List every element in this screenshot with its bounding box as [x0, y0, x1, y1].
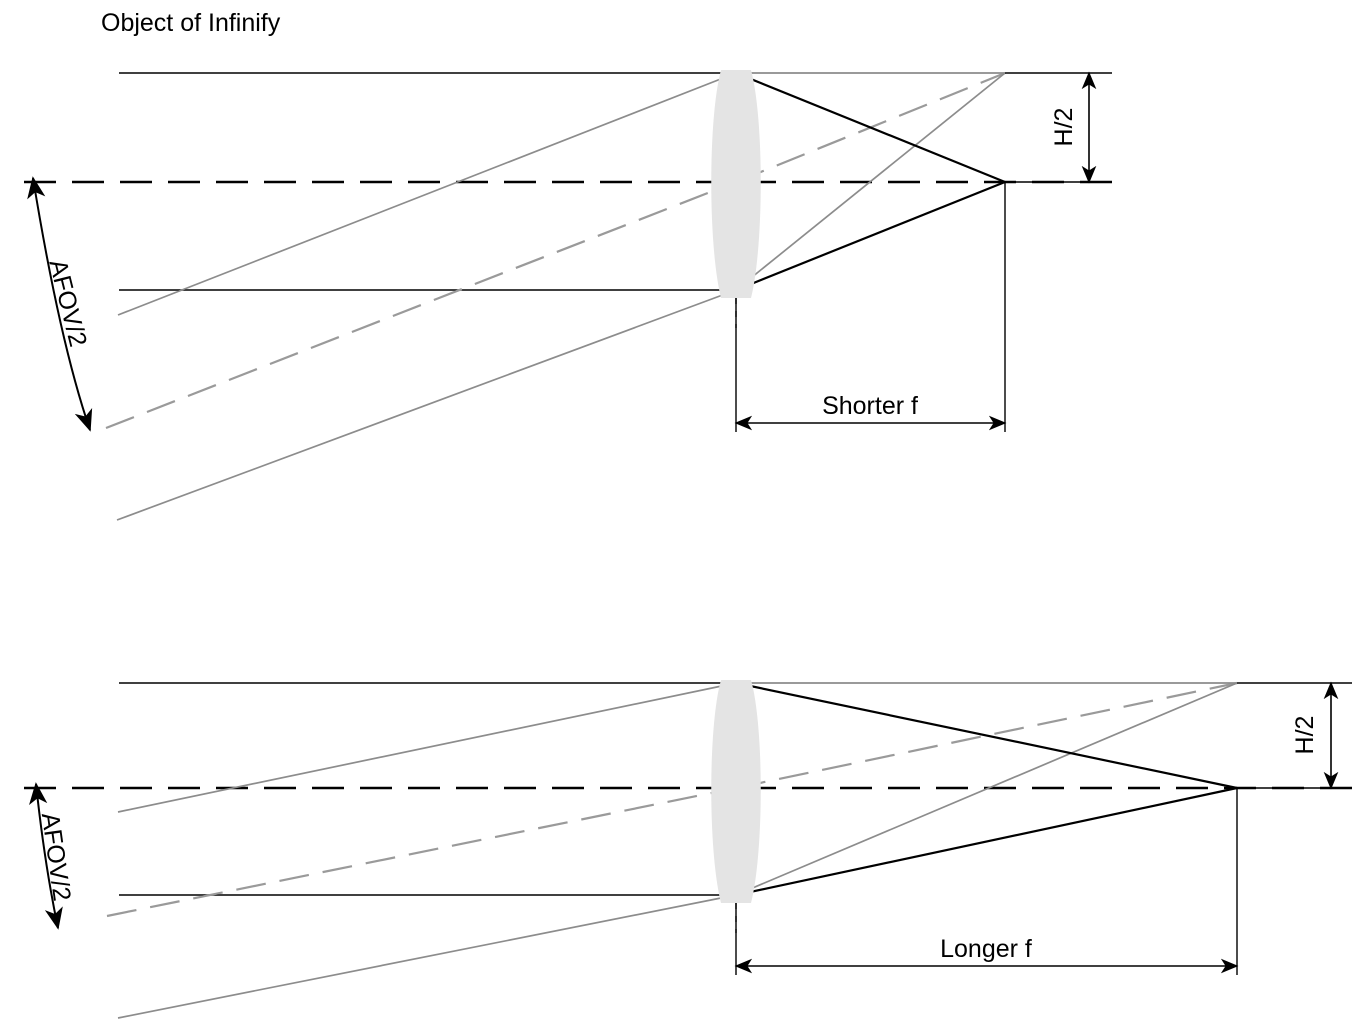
upper-refracted-axial-ray-top	[735, 71, 1006, 184]
lower-refracted-oblique-ray-lower	[735, 682, 1238, 896]
upper-lens-element	[711, 70, 761, 298]
lower-oblique-ray-upper	[117, 682, 737, 813]
lower-focal-length-label: Longer f	[940, 935, 1032, 963]
upper-image-height-label: H/2	[1050, 108, 1078, 147]
upper-oblique-ray-lower	[116, 289, 737, 521]
lower-afov-label: AFOV/2	[36, 811, 76, 903]
upper-refracted-axial-ray-bottom	[735, 180, 1006, 292]
upper-oblique-ray-upper	[117, 72, 737, 316]
upper-panel: H/2 Shorter f AFOV/2	[24, 70, 1120, 521]
upper-refracted-oblique-ray-lower	[735, 72, 1006, 291]
upper-afov-label: AFOV/2	[43, 257, 92, 350]
page-title: Object of Infinify	[101, 9, 281, 37]
lower-afov-arc	[29, 782, 63, 930]
lower-lens-element	[711, 680, 761, 903]
upper-afov-arc	[27, 176, 93, 432]
lower-refracted-axial-ray-bottom	[735, 786, 1238, 897]
lower-chief-ray-incoming	[106, 786, 737, 918]
lower-refracted-axial-ray-top	[735, 681, 1238, 790]
upper-chief-ray-incoming	[105, 180, 737, 430]
lower-panel: H/2 Longer f AFOV/2	[24, 680, 1352, 1019]
lower-image-height-label: H/2	[1291, 716, 1319, 755]
lower-oblique-ray-lower	[117, 894, 737, 1019]
upper-focal-length-label: Shorter f	[822, 392, 918, 420]
